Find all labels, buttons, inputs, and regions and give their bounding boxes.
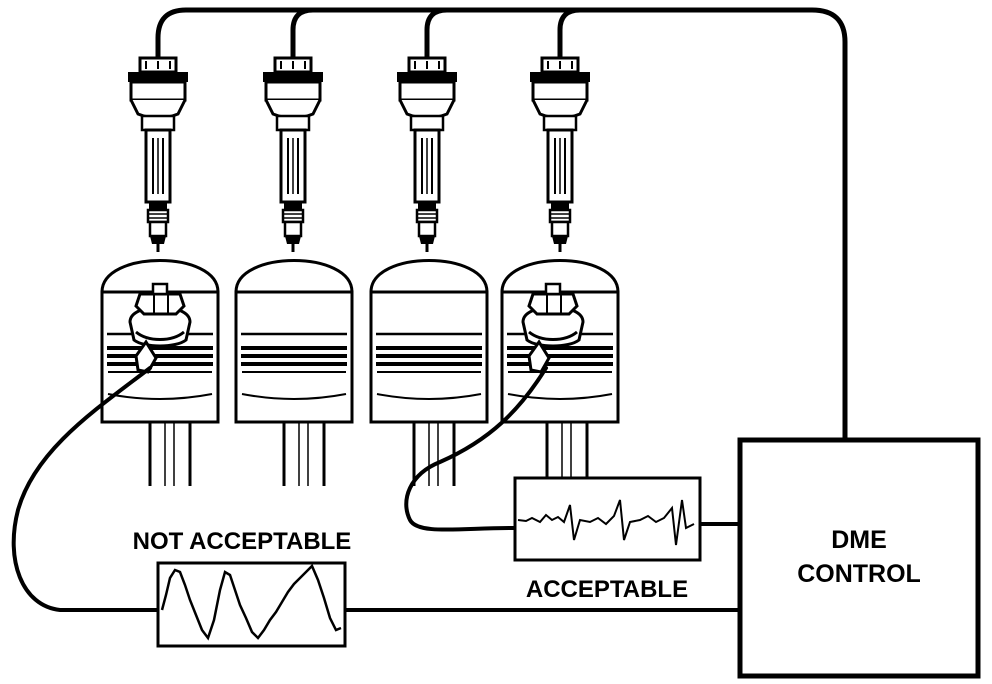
acceptable-waveform xyxy=(517,499,695,546)
cylinder-2 xyxy=(234,258,354,424)
not-acceptable-scope-box xyxy=(156,561,347,648)
dme-label-line1: DME xyxy=(831,526,887,554)
ignition-coil-4 xyxy=(528,56,592,254)
ignition-coil-2 xyxy=(261,56,325,254)
ignition-coil-3 xyxy=(395,56,459,254)
acceptable-scope-box xyxy=(513,476,702,562)
not-acceptable-waveform xyxy=(160,563,342,641)
ignition-coil-1 xyxy=(126,56,190,254)
dme-control-box xyxy=(737,437,981,679)
not-acceptable-label: NOT ACCEPTABLE xyxy=(133,528,352,555)
coil-harness-wires xyxy=(155,7,848,443)
dme-label-line2: CONTROL xyxy=(797,560,921,588)
cylinder-3 xyxy=(369,258,489,424)
sensor-wires xyxy=(11,366,742,612)
acceptable-label: ACCEPTABLE xyxy=(526,576,688,603)
